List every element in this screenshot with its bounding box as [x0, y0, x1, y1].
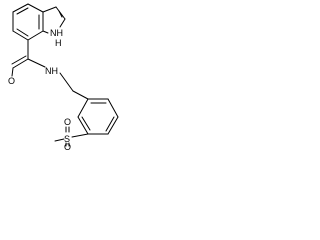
bond: [12, 3, 29, 13]
bond: [59, 72, 74, 92]
atom-label-indole-h: H: [55, 38, 62, 48]
indole-pyrrole-ring: [42, 6, 66, 34]
atom-label-sulfonyl-o-bottom: O: [64, 142, 71, 150]
bond: [42, 30, 49, 34]
atom-label-indole-nh: NH: [50, 28, 63, 38]
bond: [77, 116, 89, 135]
bond: [27, 3, 44, 13]
double-bond-inner: [16, 7, 29, 15]
bond: [42, 6, 57, 13]
atom-label-amide-nh: NH: [45, 66, 58, 76]
atom-label-sulfonyl-o-top: O: [64, 117, 71, 127]
double-bond-inner: [81, 116, 91, 131]
bond: [12, 58, 29, 69]
bond: [77, 98, 89, 118]
atom-label-sulfur: S: [64, 134, 70, 144]
double-bond-inner: [105, 116, 115, 132]
double-bond: [11, 55, 27, 65]
atom-label-carbonyl-o: O: [8, 76, 15, 86]
structure-canvas: NH H O NH S O O: [0, 0, 127, 150]
bond: [27, 58, 46, 68]
double-bond-inner: [16, 28, 29, 37]
bond: [59, 18, 66, 28]
phenyl-ring: [77, 98, 119, 135]
bond: [71, 133, 89, 138]
indole-benzene-ring: [12, 3, 44, 41]
bond: [12, 30, 29, 41]
molecule-diagram: NH H O NH S O O: [8, 3, 119, 150]
bond: [72, 90, 89, 100]
bond: [27, 30, 44, 41]
bond: [107, 98, 119, 118]
bond: [107, 116, 119, 135]
amide-group: [11, 39, 89, 100]
methylsulfonyl-group: [54, 126, 89, 147]
bond: [54, 138, 65, 142]
bond: [11, 67, 14, 77]
double-bond-inner: [58, 10, 63, 18]
